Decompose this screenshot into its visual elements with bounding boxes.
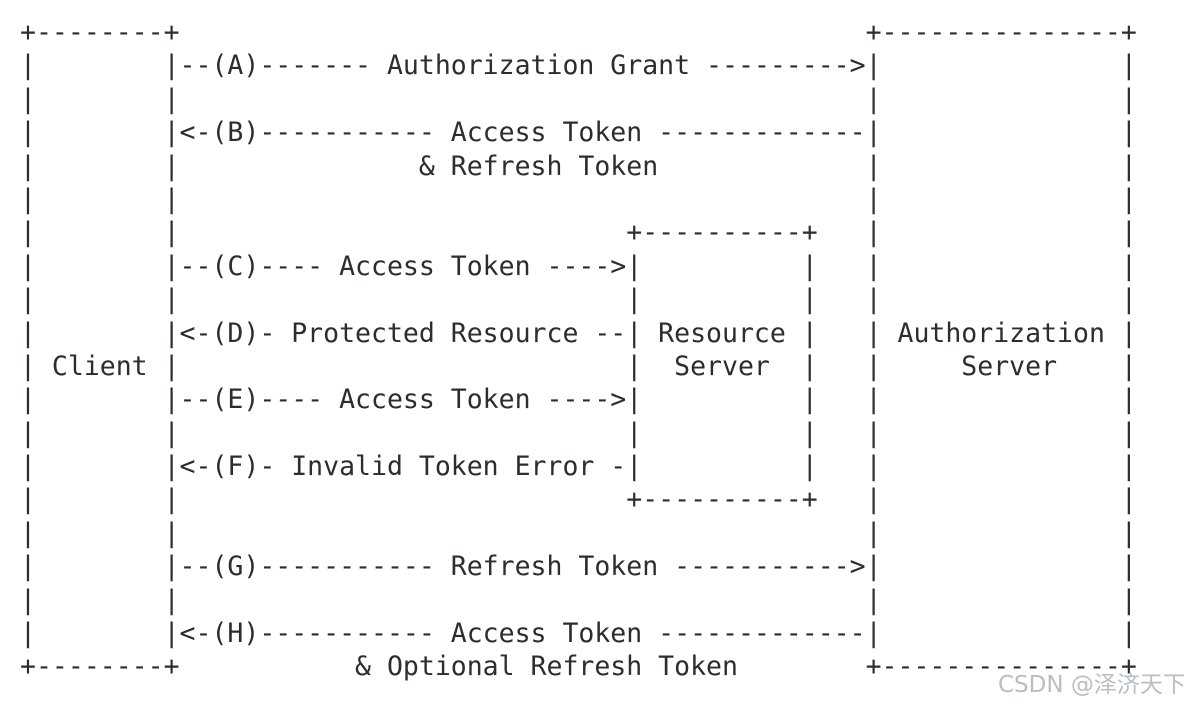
diagram-line: +--------+ +---------------+ [20,17,1137,48]
diagram-line: | |<-(H)----------- Access Token -------… [20,618,1137,650]
diagram-line: | |<-(B)----------- Access Token -------… [20,117,1137,149]
diagram-line: | | | | [20,183,1137,215]
diagram-line: | |--(E)---- Access Token ---->| | | | [20,384,1137,416]
oauth-refresh-token-flow-diagram: +--------+ +---------------+ | |--(A)---… [20,16,1137,684]
diagram-line: | |<-(D)- Protected Resource --| Resourc… [20,317,1137,349]
diagram-line: | | | | | | [20,417,1137,449]
diagram-line: | |--(G)----------- Refresh Token ------… [20,551,1137,583]
diagram-line: | | | | [20,83,1137,115]
diagram-line: | | +----------+ | | [20,217,1137,249]
diagram-line: | | +----------+ | | [20,484,1137,516]
diagram-line: | |--(A)------- Authorization Grant ----… [20,50,1137,82]
diagram-line: | Client | | Server | | Server | [20,350,1137,382]
diagram-line: | | | | | | [20,284,1137,316]
diagram-line: | | | | [20,517,1137,549]
diagram-line: +--------+ & Optional Refresh Token +---… [20,651,1137,683]
diagram-line: | |<-(F)- Invalid Token Error -| | | | [20,451,1137,483]
diagram-line: | | & Refresh Token | | [20,150,1137,182]
diagram-line: | |--(C)---- Access Token ---->| | | | [20,250,1137,282]
diagram-line: | | | | [20,584,1137,616]
csdn-watermark: CSDN @泽济天下 [998,672,1184,698]
